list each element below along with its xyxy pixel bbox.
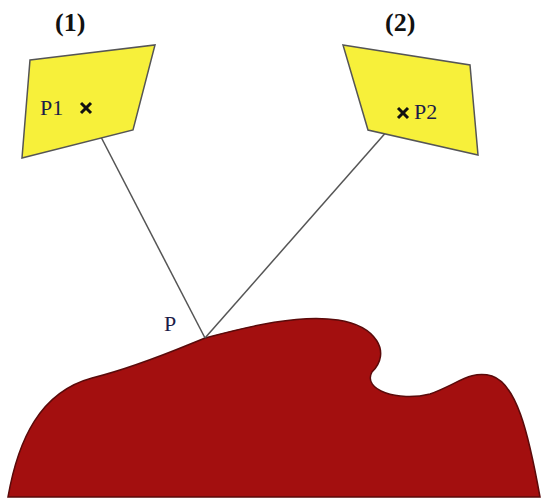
view-number: (2) xyxy=(385,8,415,38)
point-cross xyxy=(81,103,91,113)
image-plane-shape xyxy=(343,45,478,155)
image-plane: (1) P1 xyxy=(20,8,160,160)
image-plane: (2) P2 xyxy=(335,8,485,160)
image-plane-shape xyxy=(22,45,155,158)
projection-ray xyxy=(205,113,403,338)
point-label: P xyxy=(164,312,176,336)
view-number: (1) xyxy=(55,8,85,38)
plane-outline xyxy=(20,8,160,160)
point-label: P2 xyxy=(414,100,437,124)
point-label: P1 xyxy=(40,96,63,120)
projection-ray xyxy=(86,108,205,338)
object-surface xyxy=(8,318,540,497)
point-cross xyxy=(398,108,408,118)
